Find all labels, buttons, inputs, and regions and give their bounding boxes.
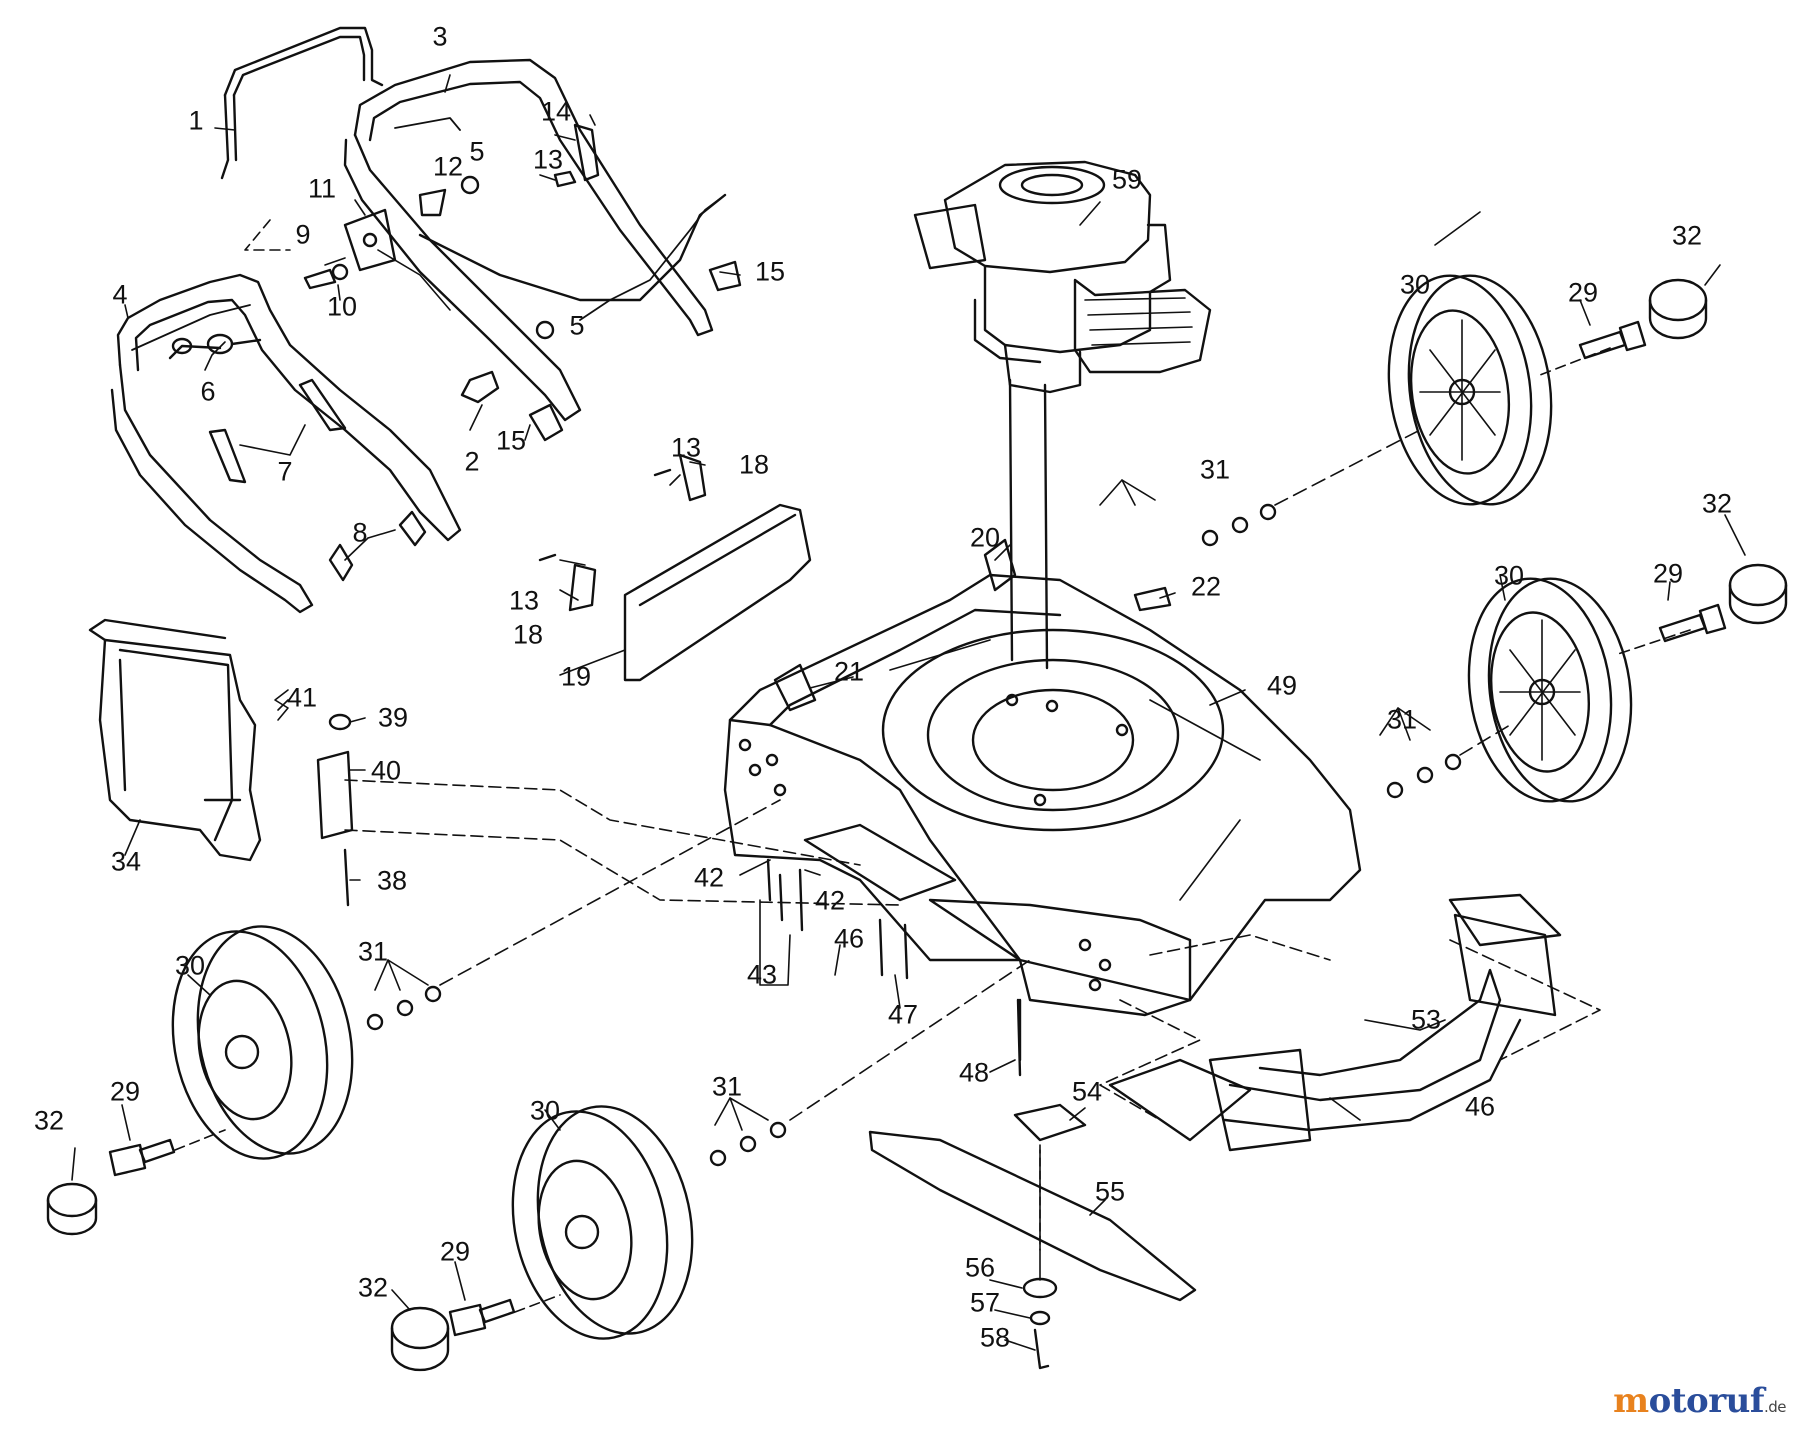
washer-57 bbox=[1029, 1310, 1051, 1326]
callout-31c: 31 bbox=[357, 936, 389, 967]
callout-3: 3 bbox=[432, 21, 448, 52]
callout-48: 48 bbox=[958, 1057, 990, 1088]
spring-41 bbox=[274, 689, 289, 721]
callout-10: 10 bbox=[326, 291, 358, 322]
callout-55: 55 bbox=[1094, 1176, 1126, 1207]
callout-57: 57 bbox=[969, 1287, 1001, 1318]
callout-32c: 32 bbox=[33, 1105, 65, 1136]
callout-19: 19 bbox=[560, 661, 592, 692]
callout-43: 43 bbox=[746, 959, 778, 990]
watermark-tld: .de bbox=[1763, 1398, 1787, 1416]
callout-31b: 31 bbox=[1386, 704, 1418, 735]
callout-46a: 46 bbox=[833, 923, 865, 954]
callout-21: 21 bbox=[833, 656, 865, 687]
callout-13c: 13 bbox=[508, 585, 540, 616]
callout-5a: 5 bbox=[469, 136, 485, 167]
bolt-48 bbox=[1016, 998, 1022, 1077]
callout-29d: 29 bbox=[439, 1236, 471, 1267]
callout-31a: 31 bbox=[1199, 454, 1231, 485]
callout-58: 58 bbox=[979, 1322, 1011, 1353]
bracket-21 bbox=[773, 663, 817, 712]
wheel-front-right bbox=[1467, 577, 1633, 803]
upper-handle-bail bbox=[220, 26, 384, 180]
rear-door bbox=[538, 453, 812, 682]
callout-32b: 32 bbox=[1701, 488, 1733, 519]
control-cable bbox=[579, 194, 726, 321]
wheel-rear-left bbox=[171, 925, 354, 1160]
upper-handle bbox=[343, 58, 727, 422]
callout-31d: 31 bbox=[711, 1071, 743, 1102]
callout-18a: 18 bbox=[738, 449, 770, 480]
callout-30c: 30 bbox=[174, 950, 206, 981]
callout-53: 53 bbox=[1410, 1004, 1442, 1035]
callout-11: 11 bbox=[307, 173, 337, 204]
callout-5b: 5 bbox=[569, 310, 585, 341]
callout-39: 39 bbox=[377, 702, 409, 733]
lower-handle bbox=[110, 273, 462, 614]
callout-30b: 30 bbox=[1493, 560, 1525, 591]
callout-22: 22 bbox=[1190, 571, 1222, 602]
callout-14: 14 bbox=[540, 96, 572, 127]
washer-39 bbox=[328, 713, 352, 731]
callout-4: 4 bbox=[112, 279, 128, 310]
callout-30d: 30 bbox=[529, 1095, 561, 1126]
callout-9: 9 bbox=[295, 219, 311, 250]
wheel-rear-right bbox=[1387, 274, 1553, 506]
callout-29a: 29 bbox=[1567, 277, 1599, 308]
leader-lines bbox=[71, 74, 1746, 1351]
washer-56 bbox=[1022, 1277, 1058, 1299]
callout-29c: 29 bbox=[109, 1076, 141, 1107]
callout-7: 7 bbox=[277, 456, 293, 487]
callout-49: 49 bbox=[1266, 670, 1298, 701]
watermark-m: m bbox=[1613, 1381, 1649, 1421]
callout-13b: 13 bbox=[670, 432, 702, 463]
callout-15a: 15 bbox=[754, 256, 786, 287]
callout-40: 40 bbox=[370, 755, 402, 786]
blade bbox=[868, 1130, 1197, 1302]
hinge-bracket-40 bbox=[316, 750, 354, 840]
callout-32d: 32 bbox=[357, 1272, 389, 1303]
callout-41: 41 bbox=[286, 682, 318, 713]
callout-56: 56 bbox=[964, 1252, 996, 1283]
callout-2: 2 bbox=[464, 446, 480, 477]
callout-30a: 30 bbox=[1399, 269, 1431, 300]
crankshaft-line bbox=[1008, 378, 1049, 670]
callout-46b: 46 bbox=[1464, 1091, 1496, 1122]
motoruf-watermark: motoruf.de bbox=[1613, 1384, 1786, 1418]
wheel-front-left bbox=[511, 1105, 694, 1340]
callout-15b: 15 bbox=[495, 425, 527, 456]
callout-47: 47 bbox=[887, 999, 919, 1030]
callout-32a: 32 bbox=[1671, 220, 1703, 251]
callout-42b: 42 bbox=[814, 885, 846, 916]
callout-6: 6 bbox=[200, 376, 216, 407]
mower-deck bbox=[723, 573, 1362, 1017]
watermark-rest: otoruf bbox=[1648, 1381, 1765, 1421]
engine bbox=[913, 160, 1212, 394]
callout-20: 20 bbox=[969, 522, 1001, 553]
callout-54: 54 bbox=[1071, 1076, 1103, 1107]
callout-8: 8 bbox=[352, 517, 368, 548]
hub-caps bbox=[46, 278, 1788, 1372]
axle-bolts bbox=[108, 320, 1727, 1337]
wheel-washers bbox=[366, 503, 1462, 1167]
blade-bolt bbox=[1033, 1328, 1050, 1370]
callout-59: 59 bbox=[1111, 164, 1143, 195]
pin-38 bbox=[343, 848, 350, 907]
callout-34: 34 bbox=[110, 846, 142, 877]
callout-38: 38 bbox=[376, 865, 408, 896]
callout-42a: 42 bbox=[693, 862, 725, 893]
callout-12: 12 bbox=[432, 151, 464, 182]
label-22 bbox=[1133, 586, 1172, 612]
callout-18b: 18 bbox=[512, 619, 544, 650]
bracket-20 bbox=[983, 538, 1017, 592]
blade-adapter bbox=[1013, 1103, 1087, 1142]
callout-13a: 13 bbox=[532, 144, 564, 175]
callout-29b: 29 bbox=[1652, 558, 1684, 589]
grass-bag bbox=[88, 618, 262, 862]
callout-1: 1 bbox=[188, 105, 204, 136]
handle-hardware bbox=[168, 123, 742, 582]
